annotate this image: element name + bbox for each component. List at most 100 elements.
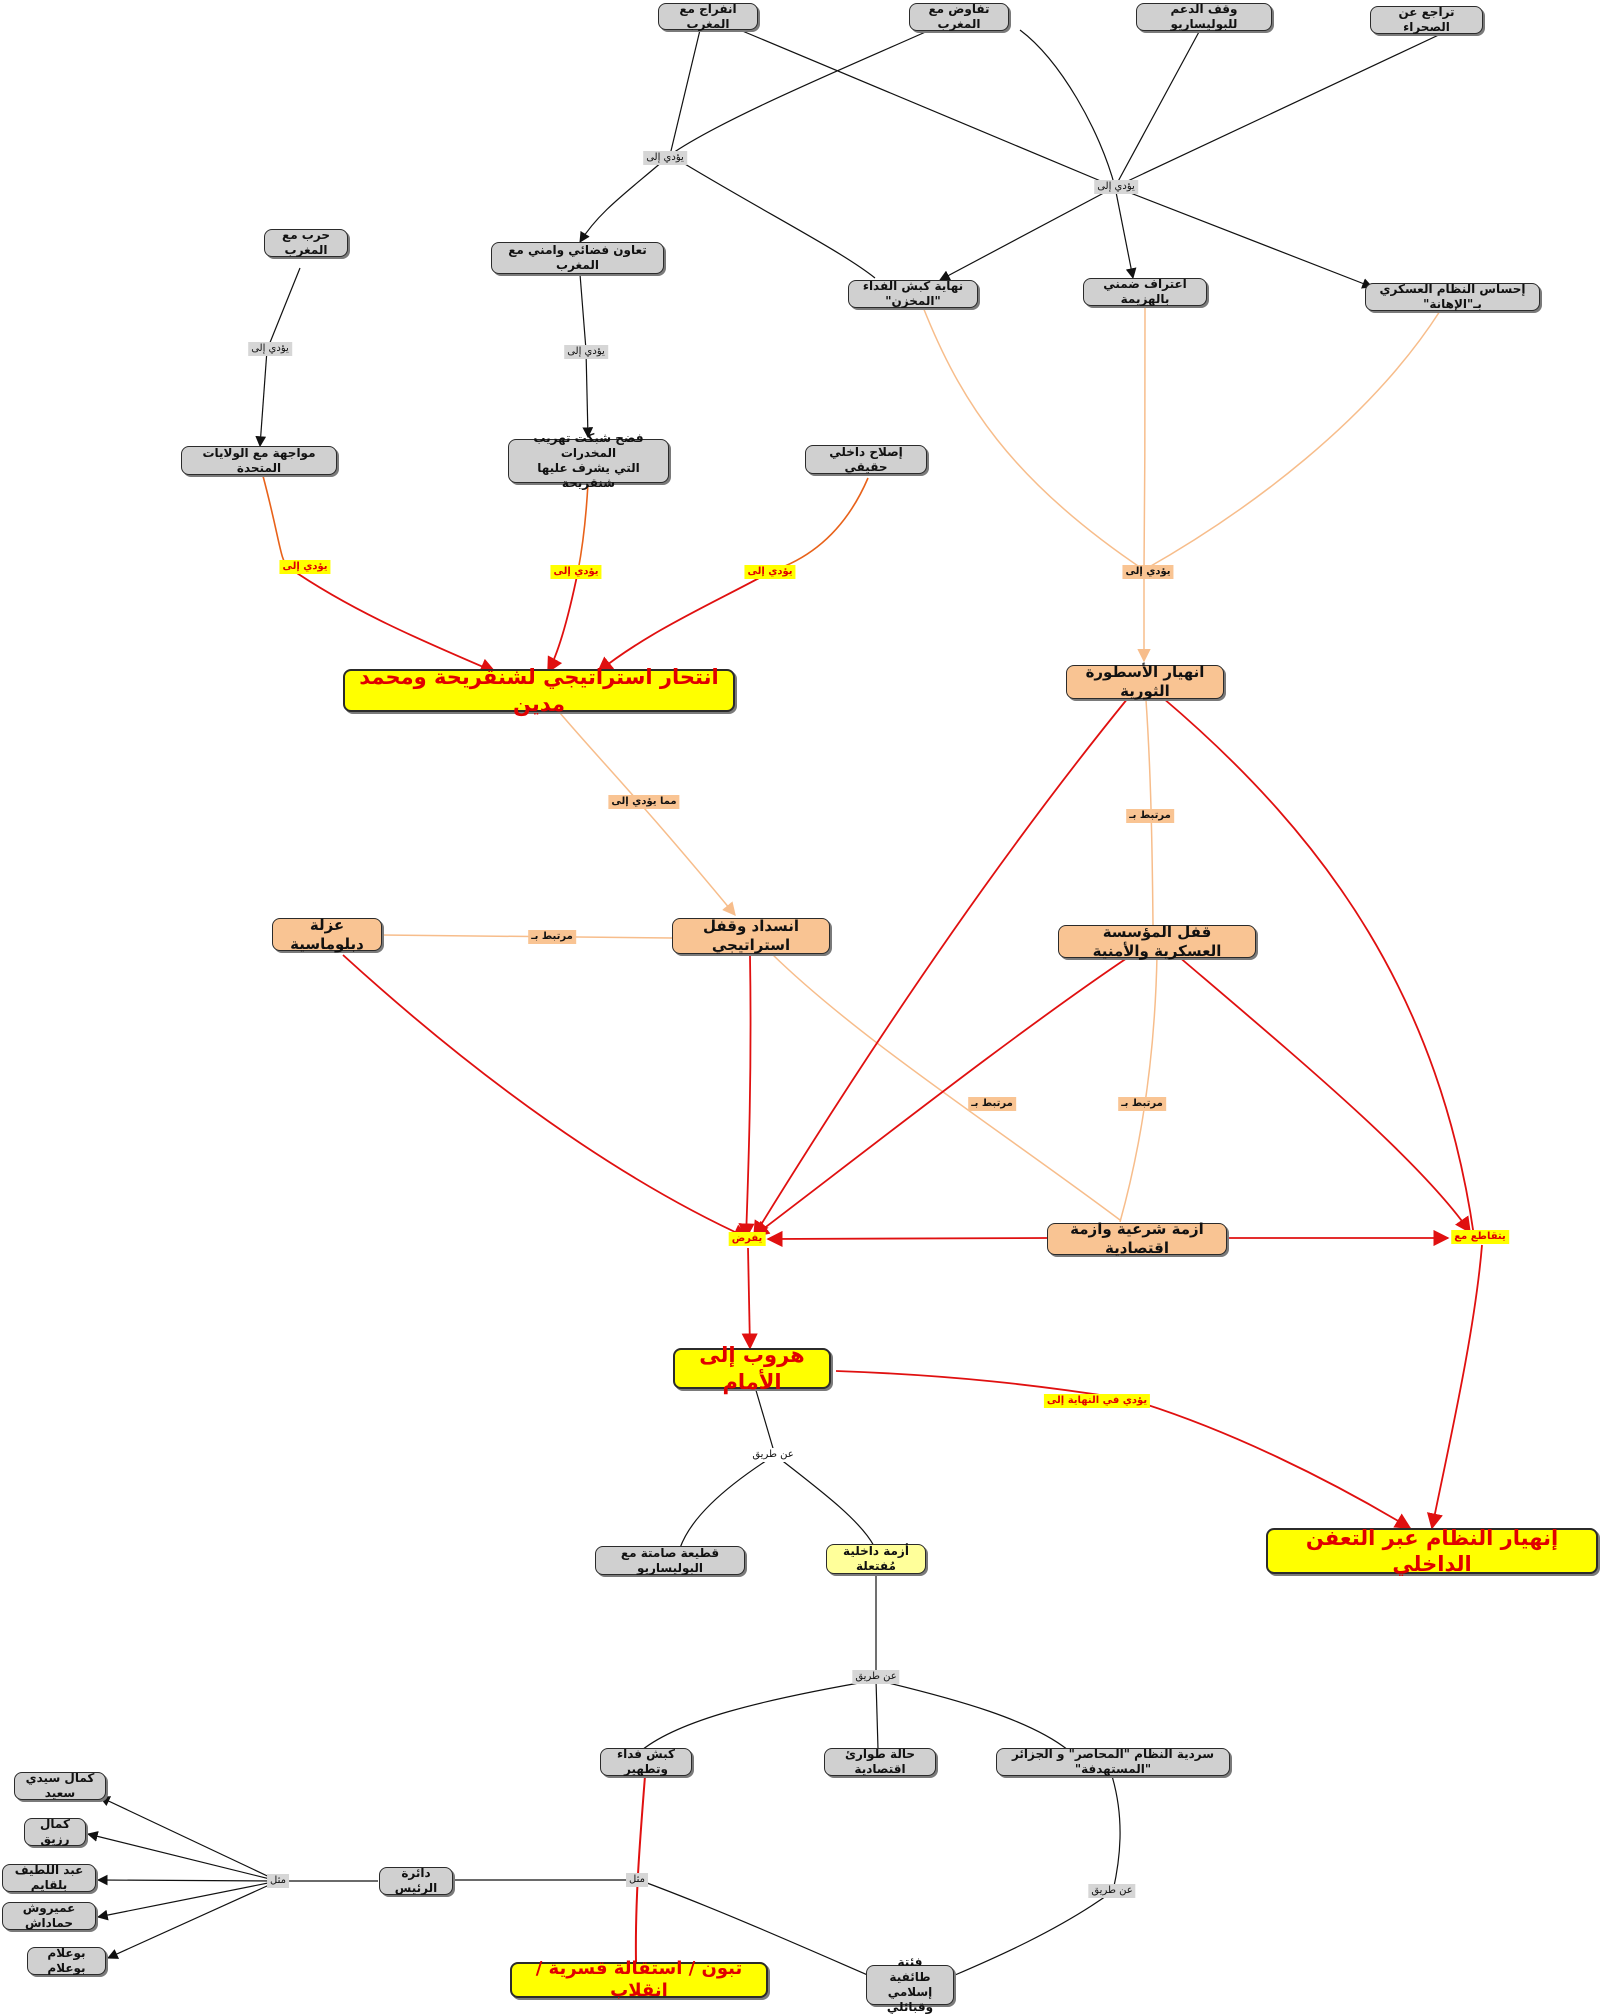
edge-line xyxy=(559,712,736,917)
edge-line xyxy=(107,1880,279,1959)
edge-line xyxy=(1143,310,1441,571)
edge-line xyxy=(596,570,773,674)
edge-line xyxy=(1114,186,1137,280)
node-n7: نهاية كبش الفداء "المخزن" xyxy=(848,279,978,308)
node-n23: كبش فداء وتطهير xyxy=(600,1747,692,1776)
edge-line xyxy=(875,1679,879,1750)
edge-label-l15: يتقاطع مع xyxy=(1451,1230,1509,1244)
edge-line xyxy=(634,1775,646,1963)
edge-line xyxy=(86,1831,279,1882)
edge-line xyxy=(547,570,579,674)
edge-line xyxy=(579,154,671,243)
node-n25: سردية النظام "المحاصر" و الجزائر "المسته… xyxy=(996,1747,1230,1776)
node-n2: تفاوض مع المغرب xyxy=(909,2,1009,31)
node-n15: عزلة دبلوماسية xyxy=(272,916,382,953)
edge-line xyxy=(669,29,701,156)
edge-line xyxy=(922,306,1145,571)
node-n30: عميروش حماداش xyxy=(2,1901,96,1930)
edge-line xyxy=(1114,186,1374,289)
edge-line xyxy=(1111,1775,1121,1892)
edge-line xyxy=(255,349,268,448)
node-n21: أزمة داخلية مُفتعلة xyxy=(826,1544,926,1574)
node-n20: قطيعة صامتة مع البوليساريو xyxy=(595,1546,745,1575)
edge-line xyxy=(1114,29,1201,188)
edge-line xyxy=(579,273,587,351)
node-n6: تعاون فضائي وامني مع المغرب xyxy=(491,242,664,274)
edge-label-l18: عن طريق xyxy=(852,1670,900,1684)
edge-label-l8: يؤدي إلى xyxy=(1122,565,1174,579)
edge-label-l19: عن طريق xyxy=(1088,1884,1136,1898)
edge-line xyxy=(739,29,1116,188)
edge-line xyxy=(738,955,755,1240)
edge-line xyxy=(939,186,1116,281)
edge-label-l3: يؤدي إلى xyxy=(248,342,292,356)
edge-label-l17: عن طريق xyxy=(749,1448,797,1462)
node-n16: انسداد وقفل استراتيجي xyxy=(672,917,830,954)
edge-line xyxy=(669,154,876,279)
edge-line xyxy=(1145,699,1154,926)
node-n3: وقف الدعم للبوليساريو xyxy=(1136,2,1272,31)
edge-line xyxy=(754,1386,776,1456)
edge-line xyxy=(1114,31,1446,188)
edge-line xyxy=(641,1679,877,1751)
node-n8: اعتراف ضمني بالهزيمة xyxy=(1083,277,1207,306)
edge-line xyxy=(577,482,589,572)
node-n17: قفل المؤسسة العسكرية والأمنية xyxy=(1058,923,1256,960)
edge-line xyxy=(669,29,931,156)
edge-line xyxy=(741,1247,758,1350)
edge-line xyxy=(266,267,301,351)
edge-line xyxy=(679,1454,776,1549)
node-n1: انفراج مع المغرب xyxy=(658,2,758,31)
edge-line xyxy=(753,697,1129,1238)
edge-line xyxy=(1119,954,1158,1223)
edge-line xyxy=(381,934,673,939)
edge-label-l12: مرتبط بـ xyxy=(968,1097,1016,1111)
edge-label-l13: مرتبط بـ xyxy=(1118,1097,1166,1111)
edge-line xyxy=(1162,697,1475,1237)
edge-line xyxy=(1143,306,1146,571)
node-n11: فضح شبكت تهريب المخدرات التي يشرف عليها … xyxy=(508,431,669,490)
node-n14: انهيار الأسطورة الثورية xyxy=(1066,663,1224,700)
edge-line xyxy=(1019,29,1116,188)
edge-line xyxy=(342,954,750,1240)
edge-label-l1: يؤدي إلى xyxy=(643,151,687,165)
edge-line xyxy=(582,349,594,439)
edge-label-l16: يؤدي في النهاية إلى xyxy=(1043,1394,1151,1408)
node-n9: إحساس النظام العسكري بـ"الإهانة" xyxy=(1365,282,1540,311)
edge-line xyxy=(96,1874,279,1886)
node-n24: حالة طوارئ اقتصادية xyxy=(824,1747,936,1776)
node-n28: كمال رزيق xyxy=(24,1817,86,1846)
edge-line xyxy=(287,566,497,674)
edge-line xyxy=(1426,1244,1483,1530)
edge-label-l14: يفرض xyxy=(728,1232,766,1246)
edge-label-l11: مرتبط بـ xyxy=(528,930,576,944)
node-n10: مواجهة مع الولايات المتحدة xyxy=(181,446,337,475)
edge-label-l7: يؤدي إلى xyxy=(744,565,796,579)
node-n31: بوعلام بوعلام xyxy=(27,1946,106,1975)
node-n29: عبد اللطيف بلقايم xyxy=(2,1863,96,1892)
node-n27: كمال سيدي سعيد xyxy=(14,1771,106,1800)
node-n5: حرب مع المغرب xyxy=(264,228,348,257)
node-n19: هروب إلى الأمام xyxy=(673,1343,831,1394)
edge-label-l5: يؤدي إلى xyxy=(279,560,331,574)
node-n12: إصلاح داخلي حقيقي xyxy=(805,445,927,474)
edge-line xyxy=(774,1454,875,1547)
edge-label-l20: مثل xyxy=(267,1874,289,1888)
node-n13: انتحار استراتيجي لشنقريحة ومحمد مدين xyxy=(343,665,735,716)
edge-line xyxy=(771,477,869,572)
edge-line xyxy=(96,1880,279,1921)
edge-line xyxy=(1177,955,1471,1234)
edge-line xyxy=(262,475,289,568)
edge-label-l4: يؤدي إلى xyxy=(564,345,608,359)
edge-line xyxy=(954,1890,1114,1976)
node-n33: فئتة طائفية إسلامي وقبائلي xyxy=(866,1955,954,2014)
node-n4: تراجع عن الصحراء xyxy=(1370,5,1483,34)
edge-line xyxy=(875,1679,1069,1751)
edge-label-l10: مرتبط بـ xyxy=(1126,809,1174,823)
edge-line xyxy=(771,953,1121,1221)
node-n32: تبون / استقالة قسرية / انقلاب xyxy=(510,1958,768,2001)
edge-line xyxy=(752,955,1131,1237)
node-n26: دائرة الرئيس xyxy=(379,1866,453,1895)
